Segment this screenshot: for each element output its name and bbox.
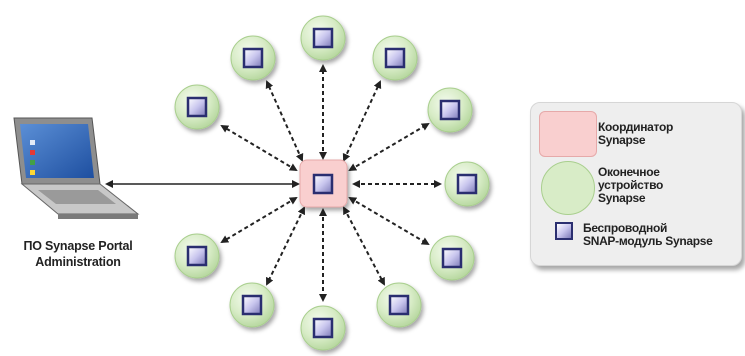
laptop-caption: ПО Synapse Portal Administration <box>4 238 152 270</box>
legend-module-line2: SNAP-модуль Synapse <box>583 234 713 248</box>
legend-end-device-label: Оконечное устройство Synapse <box>598 166 663 205</box>
end-device-node <box>230 35 276 81</box>
legend-coordinator-label: Координатор Synapse <box>598 121 673 147</box>
link-left-upper <box>220 124 298 172</box>
end-device-node <box>174 233 220 279</box>
end-device-node <box>444 161 490 207</box>
link-top-left <box>265 80 304 162</box>
legend-end-device-line3: Synapse <box>598 191 646 205</box>
legend-end-device-line2: устройство <box>598 178 664 192</box>
laptop-caption-line1: ПО Synapse Portal <box>23 239 133 253</box>
network-links <box>220 64 442 302</box>
end-device-node <box>429 235 475 281</box>
link-bottom-right <box>343 206 385 286</box>
legend-coordinator-line2: Synapse <box>598 133 646 147</box>
laptop-caption-line2: Administration <box>35 255 121 269</box>
legend-end-device-line1: Оконечное <box>598 165 660 179</box>
end-device-node <box>174 84 220 130</box>
link-left-lower <box>220 196 298 244</box>
legend-end-device-swatch <box>541 161 595 215</box>
legend-coordinator-swatch <box>539 111 597 157</box>
legend: Координатор Synapse Оконечное устройство… <box>530 102 742 266</box>
end-device-node <box>376 282 422 328</box>
end-device-node <box>427 87 473 133</box>
end-device-node <box>300 15 346 61</box>
legend-module-label: Беспроводной SNAP-модуль Synapse <box>583 222 713 248</box>
end-device-node <box>229 282 275 328</box>
legend-coordinator-line1: Координатор <box>598 120 674 134</box>
link-top-right <box>342 80 382 162</box>
legend-module-line1: Беспроводной <box>583 221 668 235</box>
legend-module-swatch <box>555 222 573 240</box>
coordinator-node <box>299 159 348 208</box>
end-devices <box>174 15 490 351</box>
link-right-lower <box>348 196 430 246</box>
laptop-icon <box>13 117 140 219</box>
end-device-node <box>300 305 346 351</box>
end-device-node <box>372 35 418 81</box>
link-bottom-left <box>266 206 305 286</box>
link-right-upper <box>348 122 430 172</box>
